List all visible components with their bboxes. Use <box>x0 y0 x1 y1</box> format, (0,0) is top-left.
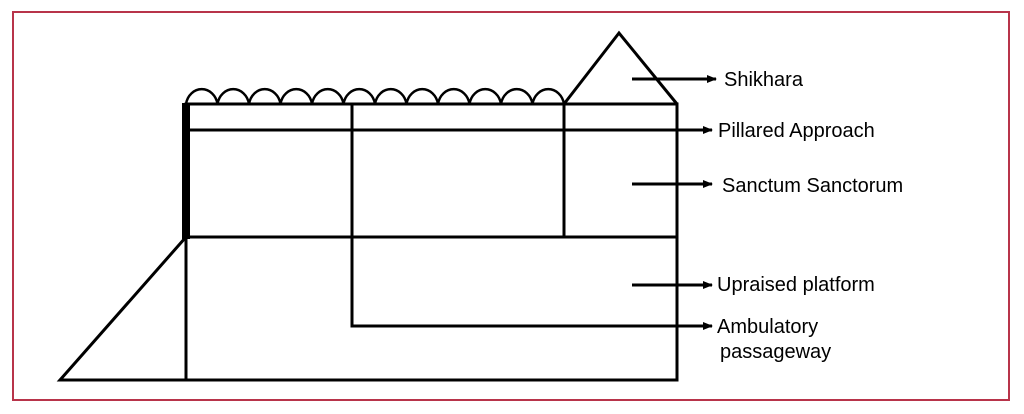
upraised-platform-label: Upraised platform <box>717 274 875 296</box>
entrance-wall <box>182 103 190 239</box>
roof-scallops <box>184 87 566 105</box>
diagram-border <box>12 11 1010 401</box>
ambulatory-passage-line <box>350 104 692 328</box>
shikhara-tower <box>562 30 679 105</box>
ambulatory-label-line2: passageway <box>720 341 832 363</box>
pillared-approach-label: Pillared Approach <box>718 120 875 142</box>
ambulatory-label-line1: Ambulatory <box>717 316 819 338</box>
shikhara-label: Shikhara <box>724 69 803 91</box>
temple-body <box>184 102 679 239</box>
sanctum-sanctorum-label: Sanctum Sanctorum <box>722 175 904 197</box>
upraised-platform <box>56 235 679 382</box>
